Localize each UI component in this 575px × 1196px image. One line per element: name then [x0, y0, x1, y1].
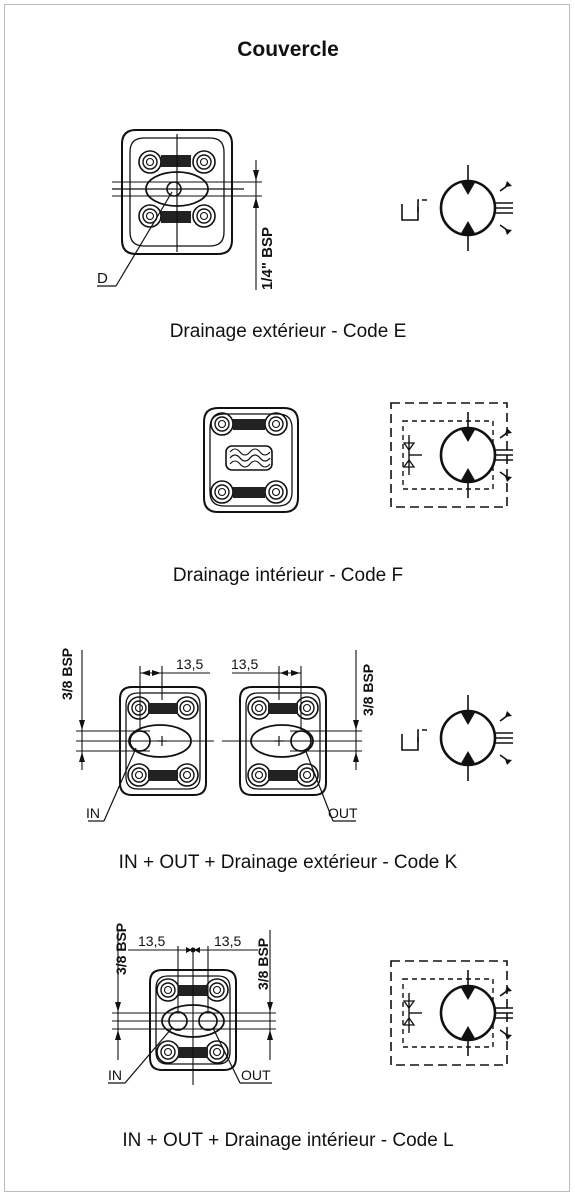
symbol-code-f [390, 402, 515, 508]
caption-code-f: Drainage intérieur - Code F [172, 565, 404, 586]
caption-code-e: Drainage extérieur - Code E [169, 321, 407, 342]
cover-drawing-code-k-out: 13,5 3/8 BSP OUT [222, 650, 376, 822]
page-title: Couvercle [237, 38, 339, 61]
cover-drawing-code-l: 13,5 13,5 3/8 BSP 3/8 BSP IN OUT [108, 923, 276, 1085]
thread-label-l-right: 3/8 BSP [255, 938, 271, 990]
symbol-code-k [401, 693, 515, 783]
out-label-k: OUT [328, 805, 358, 821]
thread-label-l-left: 3/8 BSP [113, 923, 129, 975]
caption-code-l: IN + OUT + Drainage intérieur - Code L [122, 1130, 454, 1151]
page-frame: Couvercle Drainage extérieur - Code E Dr… [4, 4, 570, 1192]
cover-drawing-code-f [203, 407, 299, 513]
dim-label-l-right: 13,5 [214, 933, 241, 949]
cover-drawing-code-e: D 1/4" BSP [97, 129, 276, 290]
port-label-d: D [97, 270, 108, 287]
in-label-k: IN [86, 805, 100, 821]
dim-label-k-left: 13,5 [176, 656, 203, 672]
thread-label-k-left: 3/8 BSP [59, 648, 75, 700]
caption-code-k: IN + OUT + Drainage extérieur - Code K [118, 852, 458, 873]
thread-label-k-right: 3/8 BSP [360, 664, 376, 716]
thread-label-e: 1/4" BSP [259, 227, 276, 290]
cover-drawing-code-k-in: 13,5 3/8 BSP IN [59, 648, 214, 822]
symbol-code-e [401, 163, 515, 253]
in-label-l: IN [108, 1067, 122, 1083]
dim-label-k-right: 13,5 [231, 656, 258, 672]
dim-label-l-left: 13,5 [138, 933, 165, 949]
symbol-code-l [390, 960, 515, 1066]
out-label-l: OUT [241, 1067, 271, 1083]
